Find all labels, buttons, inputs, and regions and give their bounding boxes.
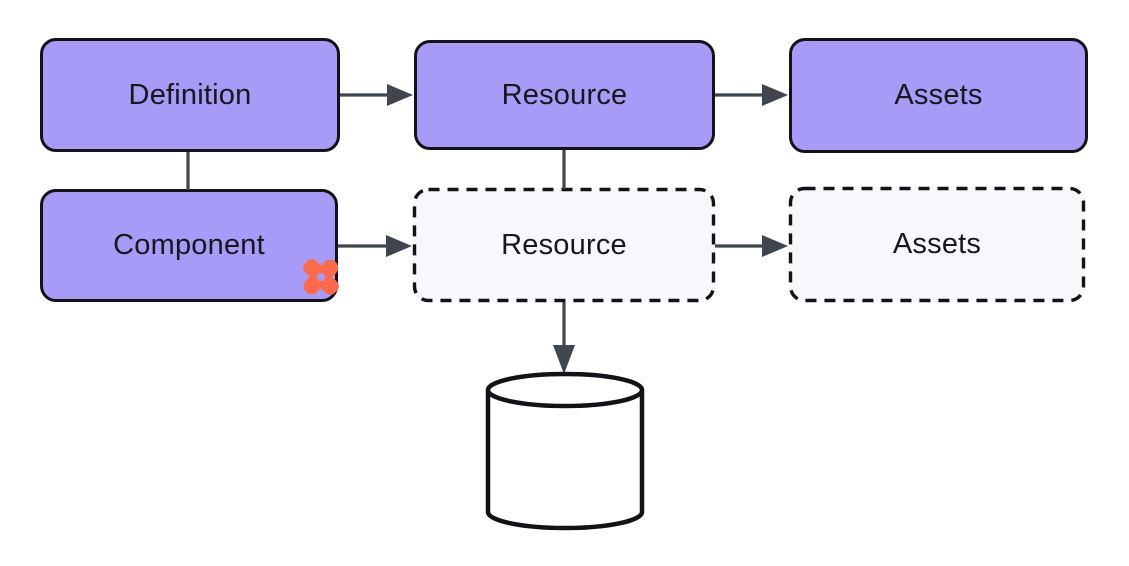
edge-resource-materialized-to-assets-materialized xyxy=(715,235,788,257)
edge-component-to-resource-materialized xyxy=(338,235,412,257)
node-resource-top: Resource xyxy=(414,40,715,150)
edge-resource-materialized-to-database xyxy=(553,302,575,374)
dbt-logo-icon xyxy=(303,259,339,295)
node-definition: Definition xyxy=(40,38,340,152)
node-assets-materialized-label: Assets xyxy=(892,228,982,260)
database-cylinder-icon xyxy=(485,371,645,531)
node-assets-materialized: Assets xyxy=(789,187,1085,302)
node-resource-materialized: Resource xyxy=(413,188,715,302)
edge-definition-to-resource xyxy=(340,84,413,106)
arrowhead-icon xyxy=(762,84,788,106)
arrowhead-icon xyxy=(762,235,788,257)
node-assets-top-label: Assets xyxy=(894,79,983,111)
node-resource-materialized-label: Resource xyxy=(501,228,627,261)
arrowhead-icon xyxy=(387,84,413,106)
node-component-label: Component xyxy=(113,229,265,261)
node-resource-top-label: Resource xyxy=(501,78,628,111)
edge-resource-to-assets xyxy=(715,84,788,106)
arrowhead-icon xyxy=(386,235,412,257)
arrowhead-icon xyxy=(553,345,575,374)
node-component: Component xyxy=(40,189,338,302)
node-definition-label: Definition xyxy=(128,78,252,111)
node-assets-top: Assets xyxy=(789,38,1088,153)
